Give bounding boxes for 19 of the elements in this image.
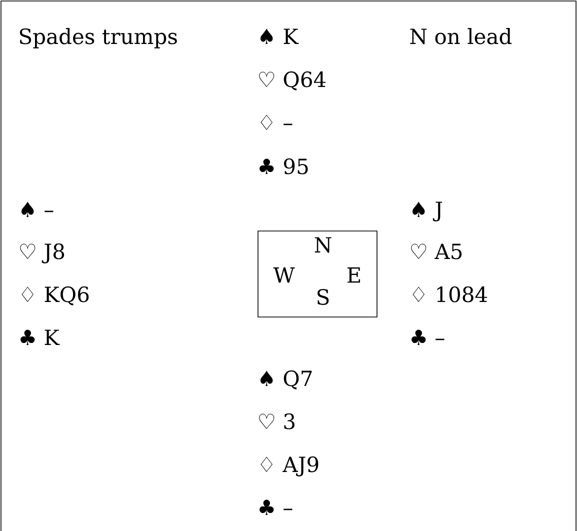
card-holding: ♢ KQ6 <box>22 286 89 306</box>
card-holding: ♣ 95 <box>260 158 308 174</box>
caption: N on lead <box>410 28 512 44</box>
card-holding: ♠ J <box>412 202 442 222</box>
caption: Spades trumps <box>20 28 177 48</box>
card-holding: ♠ – <box>22 202 54 217</box>
compass-box: N W E S <box>258 230 378 318</box>
card-holding: ♠ Q7 <box>260 370 312 390</box>
card-holding: ♣ K <box>20 330 60 345</box>
card-holding: ♢ AJ9 <box>260 456 318 476</box>
card-holding: ♣ – <box>412 330 444 345</box>
card-holding: ♠ K <box>260 28 299 44</box>
card-holding: ♣ – <box>260 500 292 515</box>
card-holding: ♡ A5 <box>411 244 462 260</box>
card-holding: ♡ J8 <box>20 243 64 264</box>
card-holding: ♢ 1084 <box>412 286 488 302</box>
card-holding: ♡ Q64 <box>259 71 326 90</box>
card-holding: ♡ 3 <box>259 413 294 430</box>
card-holding: ♢ – <box>260 114 292 130</box>
